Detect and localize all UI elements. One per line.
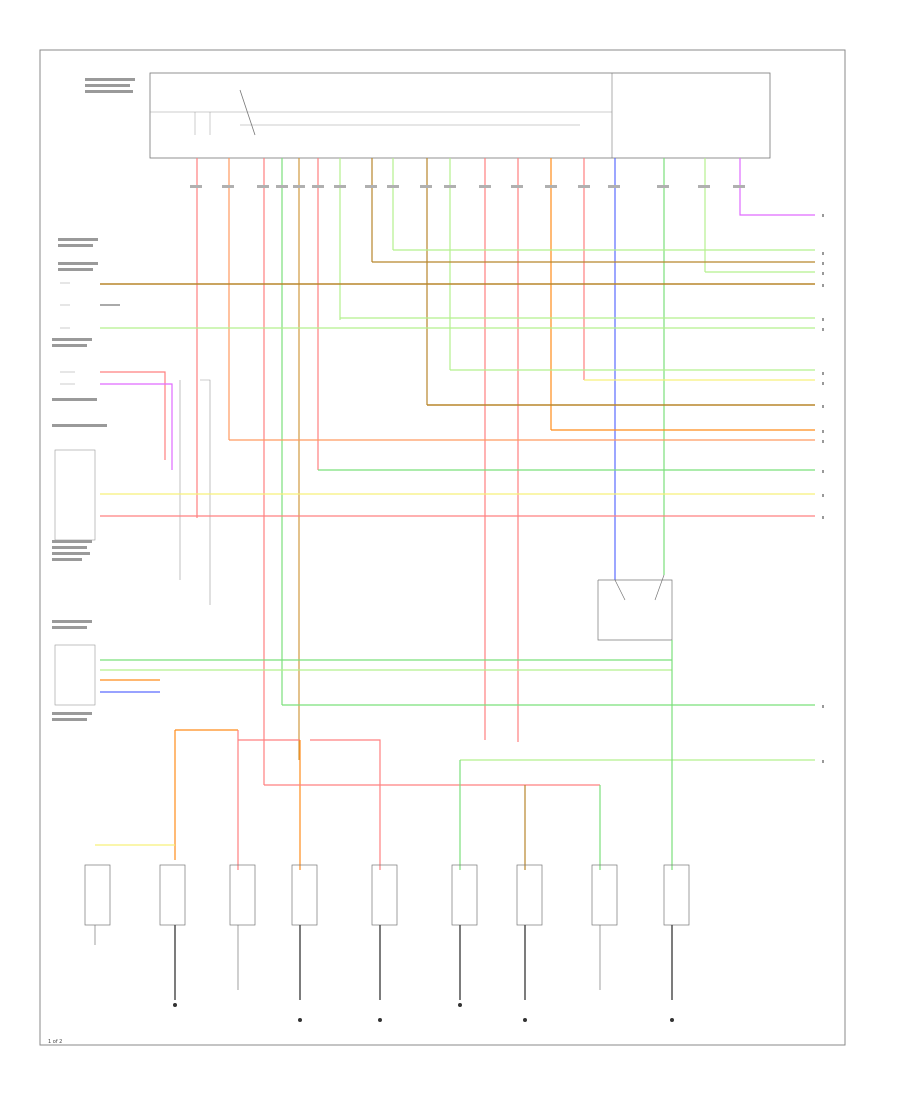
wire-end-marks <box>822 214 824 763</box>
lower-wires <box>95 729 673 870</box>
vertical-wires <box>196 158 815 785</box>
lower-components <box>84 864 690 926</box>
horizontal-wires <box>100 249 815 761</box>
wire-tags <box>190 185 745 188</box>
relay-switch <box>597 574 673 770</box>
ground-symbols <box>173 1003 674 1022</box>
ground-wires <box>94 925 673 1000</box>
figure-id: 1 of 2 <box>48 1039 62 1045</box>
left-connectors <box>54 282 211 706</box>
control-module <box>149 72 771 159</box>
diagram-frame <box>39 49 846 1046</box>
left-component-labels <box>52 78 135 721</box>
